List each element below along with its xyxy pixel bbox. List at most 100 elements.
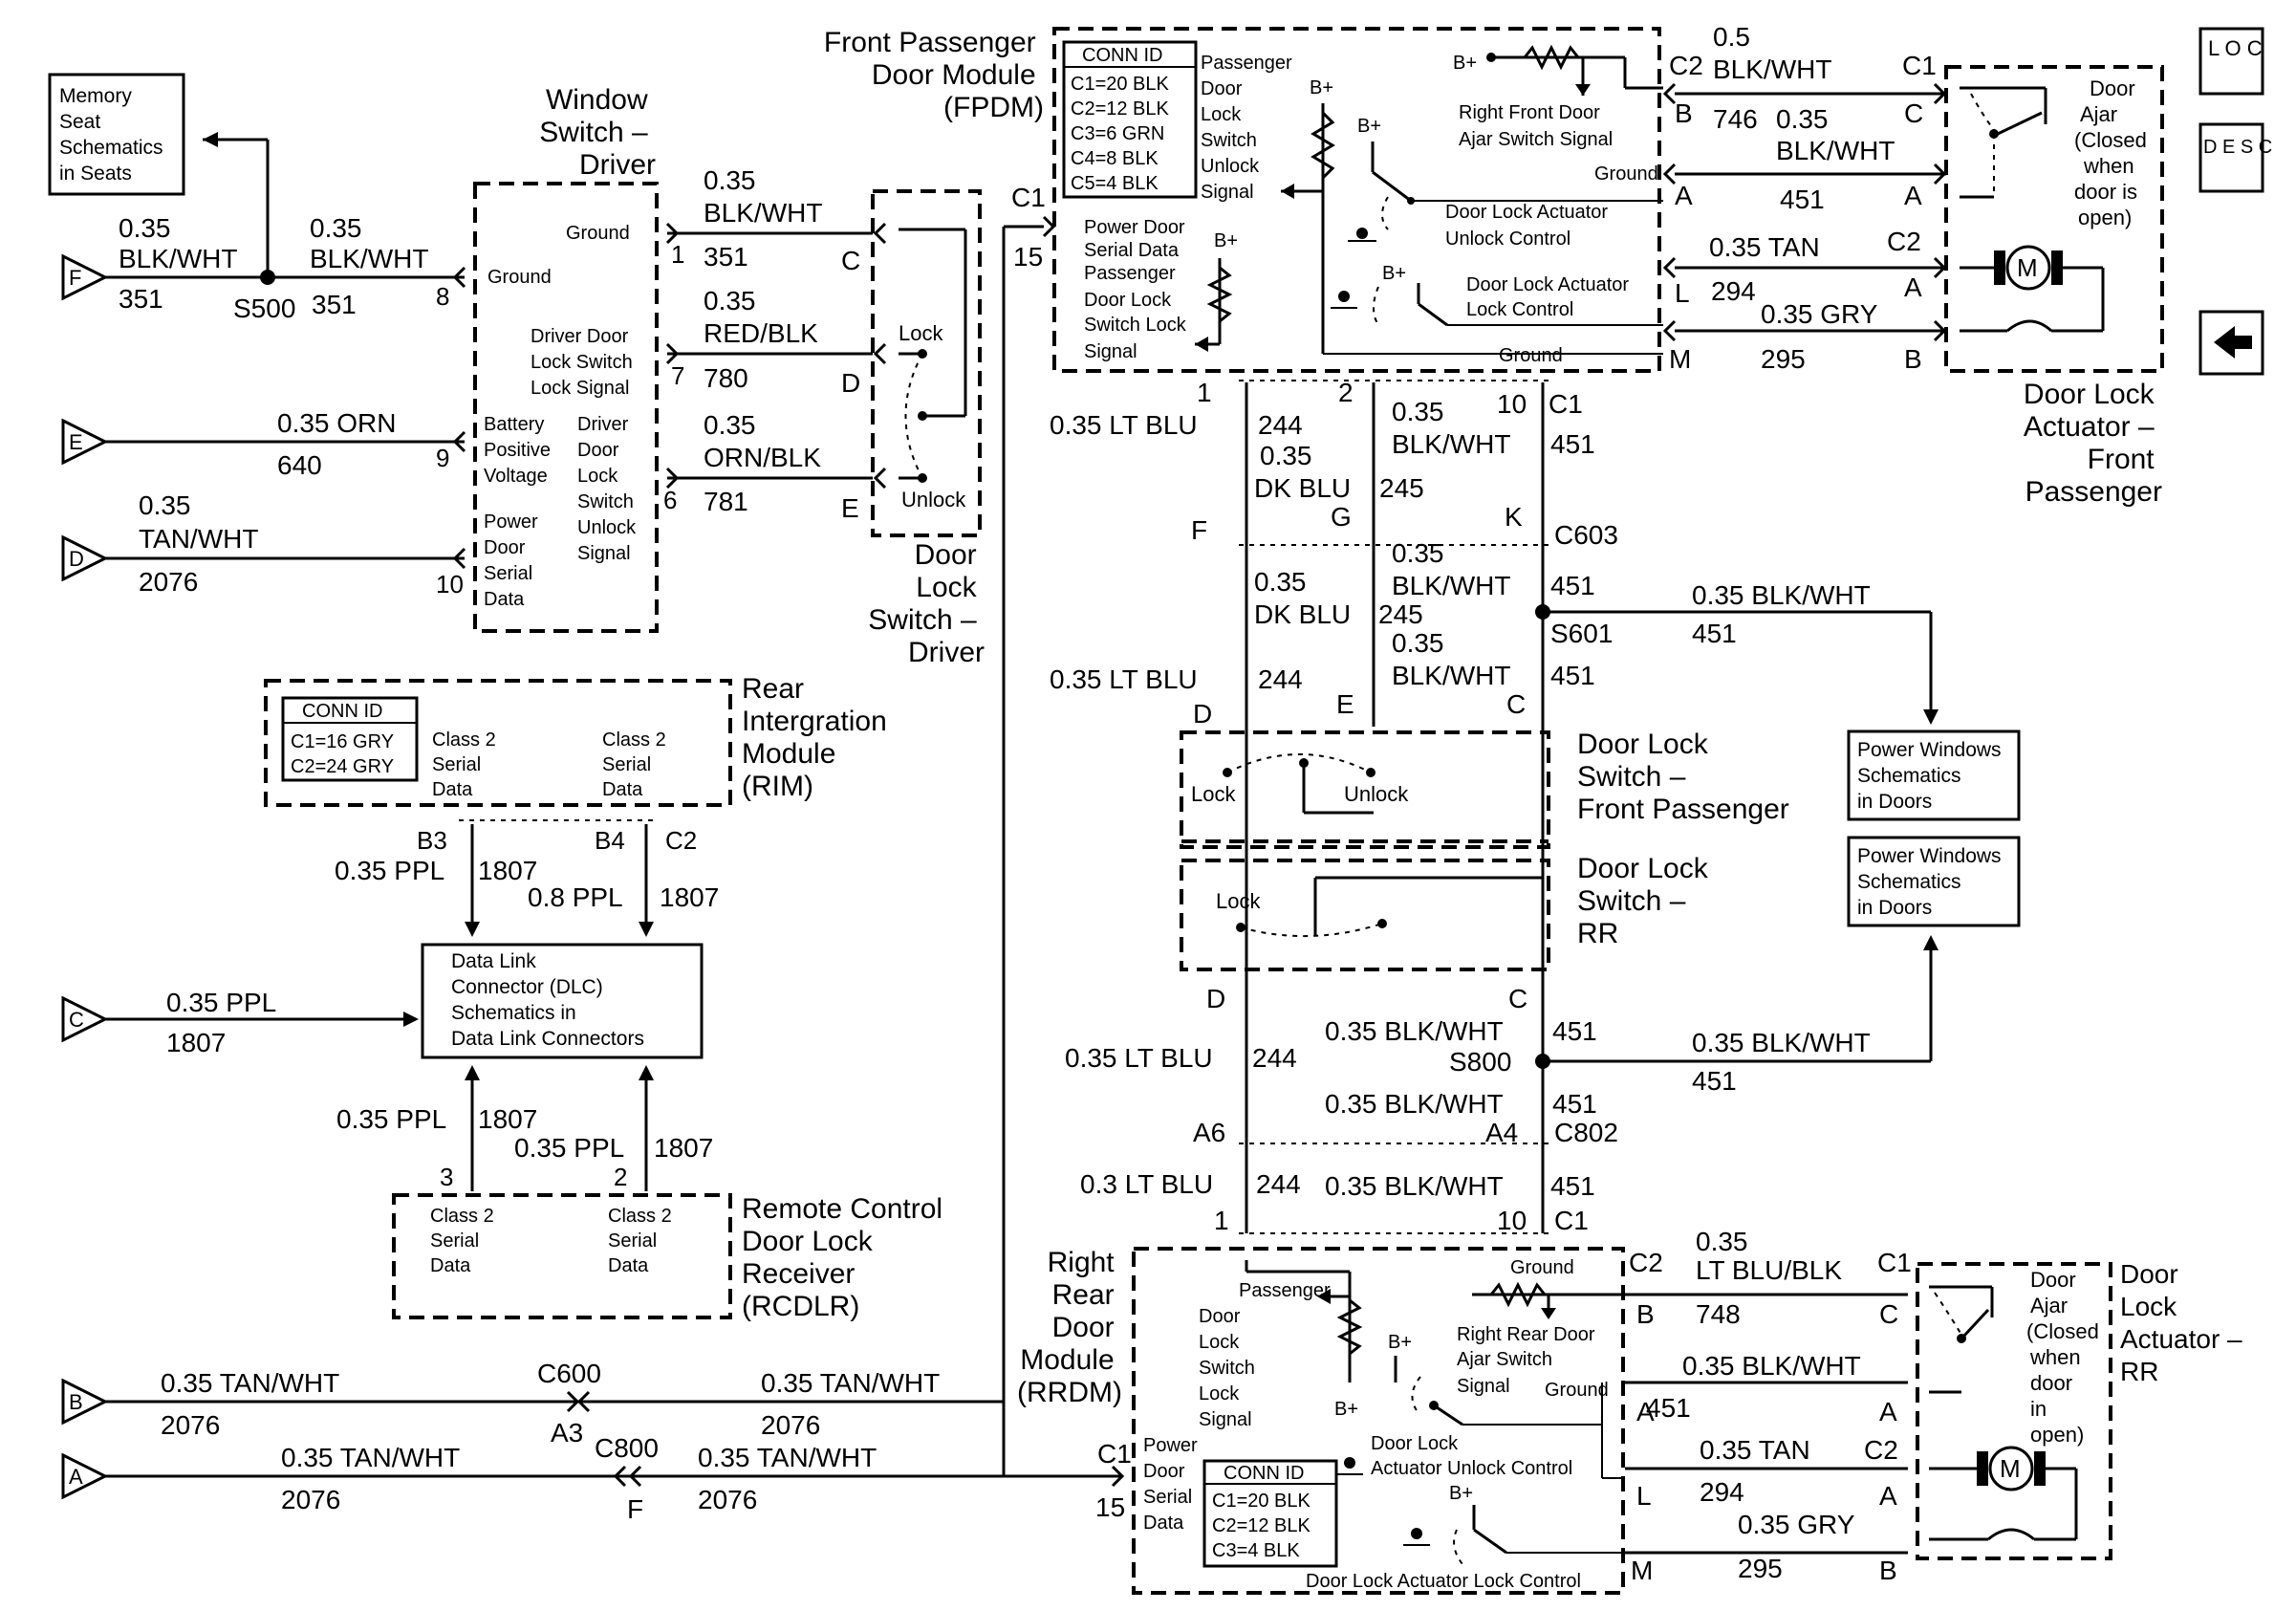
- svg-text:0.35 PPL 1807: 0.35 PPL 1807: [166, 988, 283, 1057]
- door-lock-switch-front-passenger: Lock Unlock Door Lock Switch – Front Pas…: [1180, 729, 1789, 849]
- wire-748: 0.35 LT BLU/BLK 748: [1625, 1227, 1908, 1329]
- svg-text:0.35 TAN 294: 0.35 TAN 294: [1709, 232, 1827, 306]
- svg-text:B3 B4 C2: B3 B4 C2: [417, 826, 697, 855]
- svg-text:C D E: C D E: [841, 246, 868, 523]
- svg-text:Class 2 Serial Dat: Class 2 Serial Data Class 2 Serial Data: [430, 1206, 677, 1276]
- svg-text:Door Lock Actuator: Door Lock Actuator – RR: [2120, 1259, 2249, 1386]
- svg-text:M: M: [2000, 1454, 2021, 1483]
- offpage-connector-f[interactable]: F: [61, 253, 109, 301]
- desc-icon-label: D E S C: [2203, 137, 2272, 158]
- power-windows-ref-box-2[interactable]: Power Windows Schematics in Doors: [1847, 836, 2021, 927]
- svg-text:C1 15 C2 B: C1 15 C2 B A L M: [1095, 1248, 1671, 1585]
- svg-text:Front Passenger Door Mod: Front Passenger Door Module (FPDM): [824, 27, 1044, 123]
- offpage-connector-b[interactable]: B: [61, 1378, 109, 1426]
- svg-text:Ground Ground Driv: Ground Ground Driver Door Lock Switch Lo…: [484, 223, 641, 610]
- svg-text:Door Lock Switch –: Door Lock Switch – Driver: [868, 539, 985, 668]
- svg-text:0.35 GRY 295: 0.35 GRY 295: [1738, 1510, 1862, 1583]
- svg-text:F: F: [69, 266, 81, 290]
- svg-text:8 1 7 9: 8 1 7 9 6 10: [436, 240, 692, 599]
- door-lock-actuator-front-passenger: Door Ajar (Closed when door is open) Doo…: [1887, 51, 2164, 508]
- wire-451-fp-actuator: [1662, 163, 1947, 185]
- wire-640-orn: 0.35 ORN 640: [105, 408, 466, 480]
- wire-2076-c800: 0.35 TAN/WHT 2076 C800 F 0.35 TAN/WHT 20…: [105, 1433, 1125, 1524]
- svg-text:0.5 BLK/WHT 746: 0.5 BLK/WHT 746 0.35 BLK/WHT 451: [1713, 22, 1902, 214]
- rear-integration-module: CONN ID C1=16 GRY C2=24 GRY Class 2 Seri…: [264, 673, 887, 855]
- back-arrow-button[interactable]: [2199, 310, 2264, 376]
- vertical-bus-wires: 0.35 LT BLU 244 0.35 DK BLU 245 0.35 BLK…: [1050, 380, 1939, 1235]
- svg-text:0.35 TAN 294: 0.35 TAN 294: [1700, 1435, 1817, 1507]
- svg-text:0.35 BLK/WHT 451: 0.35 BLK/WHT 451: [1646, 1351, 1868, 1423]
- svg-text:0.35 LT BLU/BLK 74: 0.35 LT BLU/BLK 748: [1696, 1227, 1850, 1329]
- svg-text:Door Lock Switch –: Door Lock Switch – Front Passenger: [1577, 729, 1789, 825]
- svg-text:Power Windows Schematics: Power Windows Schematics in Doors: [1857, 739, 2006, 813]
- svg-text:M: M: [2017, 253, 2038, 282]
- svg-text:0.35 PPL 1807 0.8: 0.35 PPL 1807 0.8 PPL 1807: [335, 856, 719, 912]
- svg-text:C: C: [69, 1008, 84, 1032]
- svg-text:E: E: [69, 430, 83, 454]
- svg-text:0.35 TAN/WHT 2076: 0.35 TAN/WHT 2076 C600 A3 0.35 TAN/WHT 2…: [161, 1359, 947, 1448]
- svg-text:Door Lock Switch –: Door Lock Switch – RR: [1577, 853, 1716, 949]
- svg-text:Door Ajar (Closed: Door Ajar (Closed when door in open): [2026, 1268, 2105, 1447]
- right-rear-door-module: Right Rear Door Module (RRDM) Passenger …: [1017, 1247, 1671, 1595]
- power-windows-ref-box-1[interactable]: Power Windows Schematics in Doors: [1847, 729, 2021, 821]
- svg-text:CONN ID C1=20 BLK: CONN ID C1=20 BLK C2=12 BLK C3=6 GRN C4=…: [1071, 45, 1174, 194]
- svg-text:0.35 BLK/WHT 351: 0.35 BLK/WHT 351 0.35 BLK/WHT 351 S500: [119, 213, 436, 323]
- svg-text:Window Switch – Dr: Window Switch – Driver: [539, 84, 656, 181]
- wire-351-s500: 0.35 BLK/WHT 351 0.35 BLK/WHT 351 S500: [105, 132, 466, 323]
- wire-780-red-blk: 0.35 RED/BLK 780: [665, 286, 887, 393]
- svg-text:Door Ajar (Closed: Door Ajar (Closed when door is open): [2074, 76, 2153, 229]
- offpage-connector-a[interactable]: A: [61, 1452, 109, 1500]
- back-arrow-icon: [2214, 326, 2252, 359]
- svg-text:CONN ID C1=16 GRY: CONN ID C1=16 GRY C2=24 GRY: [291, 701, 399, 777]
- door-lock-switch-driver: Lock Unlock Door Lock Switch – Driver C …: [841, 189, 985, 668]
- offpage-connector-e[interactable]: E: [61, 418, 109, 466]
- svg-text:Memory Seat Schema: Memory Seat Schematics in Seats: [59, 85, 168, 185]
- svg-text:Right Rear Door: Right Rear Door Module (RRDM): [1017, 1247, 1122, 1408]
- svg-text:Lock Unlock: Lock Unlock: [899, 321, 966, 512]
- svg-text:0.35 ORN/BLK 781: 0.35 ORN/BLK 781: [704, 410, 829, 516]
- svg-text:D: D: [69, 547, 84, 571]
- svg-text:A: A: [69, 1465, 83, 1489]
- loc-icon-label: L O C: [2208, 36, 2263, 60]
- svg-text:Door Lock Actuator –: Door Lock Actuator – Front Passenger: [2024, 379, 2162, 508]
- door-lock-switch-rr: Lock Door Lock Switch – RR: [1180, 853, 1716, 971]
- svg-text:Remote Control Door Lock: Remote Control Door Lock Receiver (RCDLR…: [742, 1193, 950, 1322]
- svg-text:Power Windows Schematics: Power Windows Schematics in Doors: [1857, 845, 2006, 919]
- wire-fpdm-serial-data: [1002, 215, 1056, 1476]
- svg-text:Lock: Lock: [1216, 889, 1261, 913]
- svg-text:Passenger Door Loc: Passenger Door Lock Switch Unlock Signal…: [1084, 53, 1663, 366]
- svg-text:C1 15 1 2: C1 15 1 2 10 C1 C2 B A L M: [1011, 51, 1711, 419]
- svg-text:Passenger Door Loc: Passenger Door Lock Switch Lock Signal P…: [1143, 1257, 1614, 1592]
- svg-text:B: B: [69, 1390, 83, 1414]
- memory-seat-ref-box[interactable]: Memory Seat Schematics in Seats: [48, 73, 185, 196]
- front-passenger-door-module: Front Passenger Door Module (FPDM) CONN …: [824, 27, 1711, 419]
- svg-text:C1 C A C2: C1 C A C2 A B: [1864, 1248, 1919, 1585]
- dlc-ref-box[interactable]: Data Link Connector (DLC) Schematics in …: [421, 943, 704, 1059]
- wire-295-rr: 0.35 GRY 295: [1625, 1510, 1908, 1583]
- wire-294-tan: 0.35 TAN 294: [1662, 232, 1947, 306]
- svg-text:0.35 ORN 640: 0.35 ORN 640: [277, 408, 403, 480]
- wire-295-gry: 0.35 GRY 295: [1662, 299, 1947, 374]
- svg-text:C1 C A C2: C1 C A C2 A B: [1887, 51, 1944, 374]
- svg-text:0.35 RED/BLK 780: 0.35 RED/BLK 780: [704, 286, 826, 393]
- svg-text:3 2: 3 2: [440, 1163, 627, 1191]
- svg-text:Data Link Connector (DLC: Data Link Connector (DLC) Schematics in …: [451, 950, 644, 1050]
- remote-control-door-lock-receiver: Class 2 Serial Data Class 2 Serial Data …: [336, 1065, 950, 1322]
- svg-text:0.35 BLK/WHT 351: 0.35 BLK/WHT 351: [704, 165, 830, 272]
- wire-2076-c600: 0.35 TAN/WHT 2076 C600 A3 0.35 TAN/WHT 2…: [105, 1359, 1004, 1448]
- wire-294-rr: 0.35 TAN 294: [1625, 1435, 1908, 1507]
- offpage-connector-d[interactable]: D: [61, 534, 109, 582]
- wire-451-rr: 0.35 BLK/WHT 451: [1625, 1351, 1908, 1423]
- wire-2076-to-ws: 0.35 TAN/WHT 2076: [105, 490, 466, 597]
- svg-text:0.35 GRY 295: 0.35 GRY 295: [1761, 299, 1885, 374]
- svg-text:0.35 PPL 1807 0.35: 0.35 PPL 1807 0.35 PPL 1807: [336, 1104, 713, 1163]
- description-icon-button[interactable]: D E S C: [2199, 122, 2272, 193]
- location-icon-button[interactable]: L O C: [2199, 27, 2264, 96]
- offpage-connector-c[interactable]: C: [61, 995, 109, 1043]
- window-switch-driver: Window Switch – Driver Ground Ground Dri…: [436, 84, 692, 633]
- svg-text:CONN ID C1=20 BLK: CONN ID C1=20 BLK C2=12 BLK C3=4 BLK: [1212, 1463, 1315, 1561]
- wires-rim-dlc: 0.35 PPL 1807 0.8 PPL 1807 0.35 PPL 1807: [105, 824, 719, 1057]
- svg-text:0.35 LT BLU 244 0.: 0.35 LT BLU 244 0.35 DK BLU 245 0.35 BLK…: [1050, 397, 1877, 1235]
- svg-text:0.35 TAN/WHT 2076: 0.35 TAN/WHT 2076 C800 F 0.35 TAN/WHT 20…: [281, 1433, 884, 1524]
